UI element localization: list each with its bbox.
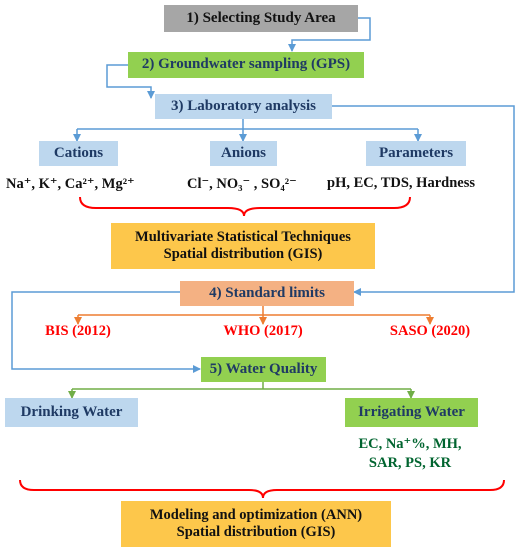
step-groundwater-sampling: 2) Groundwater sampling (GPS): [128, 52, 364, 78]
step1-label: 1) Selecting Study Area: [186, 9, 336, 26]
irrigation-params-line1: EC, Na⁺%, MH,: [358, 436, 462, 452]
irrigation-params-line2: SAR, PS, KR: [368, 455, 452, 471]
modeling-line2: Spatial distribution (GIS): [176, 524, 336, 540]
drinking-water-box: Drinking Water: [5, 398, 138, 427]
modeling-line1: Modeling and optimization (ANN): [149, 507, 363, 524]
arrow-step2-to-step3: [106, 64, 155, 99]
anions-label: Anions: [220, 144, 267, 161]
arrow-step5-split: [72, 382, 411, 390]
parameters-label: Parameters: [378, 144, 454, 161]
step-laboratory-analysis: 3) Laboratory analysis: [155, 94, 332, 119]
cations-label: Cations: [53, 144, 104, 161]
drinking-water-label: Drinking Water: [20, 403, 123, 420]
bis-standard: BIS (2012): [45, 323, 111, 339]
cations-list: Na⁺, K⁺, Ca²⁺, Mg²⁺: [6, 176, 135, 192]
multivariate-techniques-box: Multivariate Statistical Techniques Spat…: [111, 223, 375, 269]
step5-label: 5) Water Quality: [209, 360, 318, 377]
parameters-box: Parameters: [366, 141, 466, 166]
arrow-step4-to-step5: [11, 291, 201, 373]
brace-analysis: [79, 196, 411, 217]
parameters-list: pH, EC, TDS, Hardness: [327, 175, 475, 191]
step3-label: 3) Laboratory analysis: [170, 97, 316, 114]
step2-label: 2) Groundwater sampling (GPS): [141, 56, 351, 73]
irrigating-water-label: Irrigating Water: [358, 403, 465, 420]
step-selecting-study-area: 1) Selecting Study Area: [164, 5, 358, 32]
brace-results: [19, 479, 505, 499]
step4-label: 4) Standard limits: [209, 284, 325, 301]
arrow-step3-to-step4: [332, 105, 515, 296]
cations-box: Cations: [39, 141, 118, 166]
arrow-step1-to-step2: [288, 17, 371, 52]
saso-standard: SASO (2020): [389, 323, 471, 339]
anions-box: Anions: [210, 141, 277, 166]
step-water-quality: 5) Water Quality: [201, 357, 326, 382]
multivariate-line2: Spatial distribution (GIS): [163, 246, 323, 262]
step-standard-limits: 4) Standard limits: [180, 281, 354, 306]
arrow-step3-split: [77, 118, 418, 130]
multivariate-line1: Multivariate Statistical Techniques: [135, 229, 351, 246]
who-standard: WHO (2017): [223, 323, 303, 339]
anions-list: Cl⁻, NO₃⁻ , SO₄²⁻: [187, 176, 297, 192]
irrigating-water-box: Irrigating Water: [345, 398, 478, 427]
modeling-box: Modeling and optimization (ANN) Spatial …: [121, 501, 391, 547]
arrow-step4-split: [78, 305, 430, 316]
